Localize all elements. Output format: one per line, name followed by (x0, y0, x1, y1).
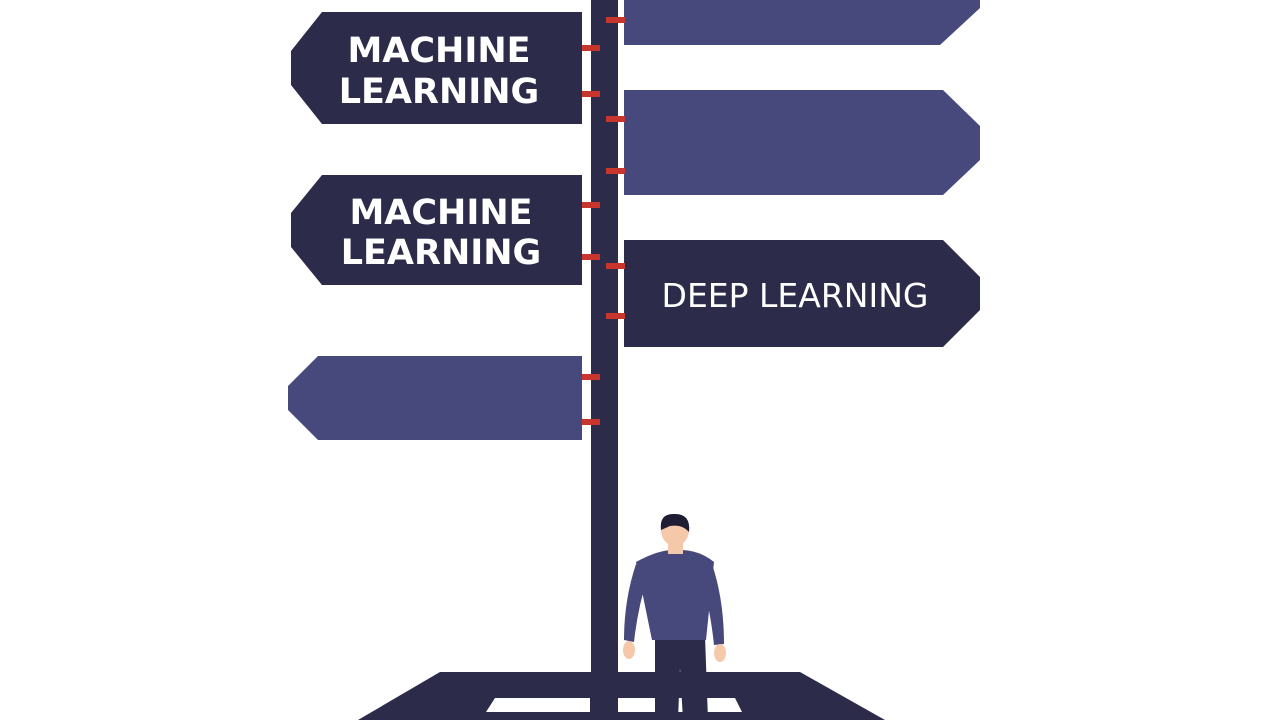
bracket (606, 168, 625, 174)
sign-left-1-line-2: LEARNING (339, 72, 540, 112)
sign-right-3: DEEP LEARNING (624, 240, 980, 347)
sign-brackets (582, 17, 625, 425)
bracket (606, 17, 625, 23)
person-hair (660, 513, 690, 532)
person-right-hand (714, 644, 726, 662)
bracket (582, 45, 600, 51)
sign-right-3-label: DEEP LEARNING (662, 276, 929, 315)
person-left-hand (623, 641, 635, 659)
sign-left-2-line-2: LEARNING (341, 233, 542, 273)
signpost-pole (591, 0, 618, 720)
bracket (606, 313, 625, 319)
bracket (582, 91, 600, 97)
bracket (606, 263, 625, 269)
person-torso (636, 549, 714, 640)
road-marking-left (486, 698, 590, 712)
sign-left-1: MACHINE LEARNING (291, 12, 582, 124)
road-surface (358, 672, 885, 720)
sign-left-2: MACHINE LEARNING (291, 175, 582, 285)
person-legs (655, 636, 708, 720)
bracket (582, 419, 600, 425)
road (358, 672, 885, 720)
bracket (582, 254, 600, 260)
bracket (582, 374, 600, 380)
sign-left-2-line-1: MACHINE (349, 193, 532, 233)
bracket (606, 116, 625, 122)
sign-left-3 (288, 356, 582, 440)
sign-right-2 (624, 90, 980, 195)
person-standing-icon (623, 513, 726, 720)
sign-left-1-line-1: MACHINE (347, 31, 530, 71)
sign-right-1 (624, 0, 980, 45)
road-marking-right (618, 698, 742, 712)
bracket (582, 202, 600, 208)
